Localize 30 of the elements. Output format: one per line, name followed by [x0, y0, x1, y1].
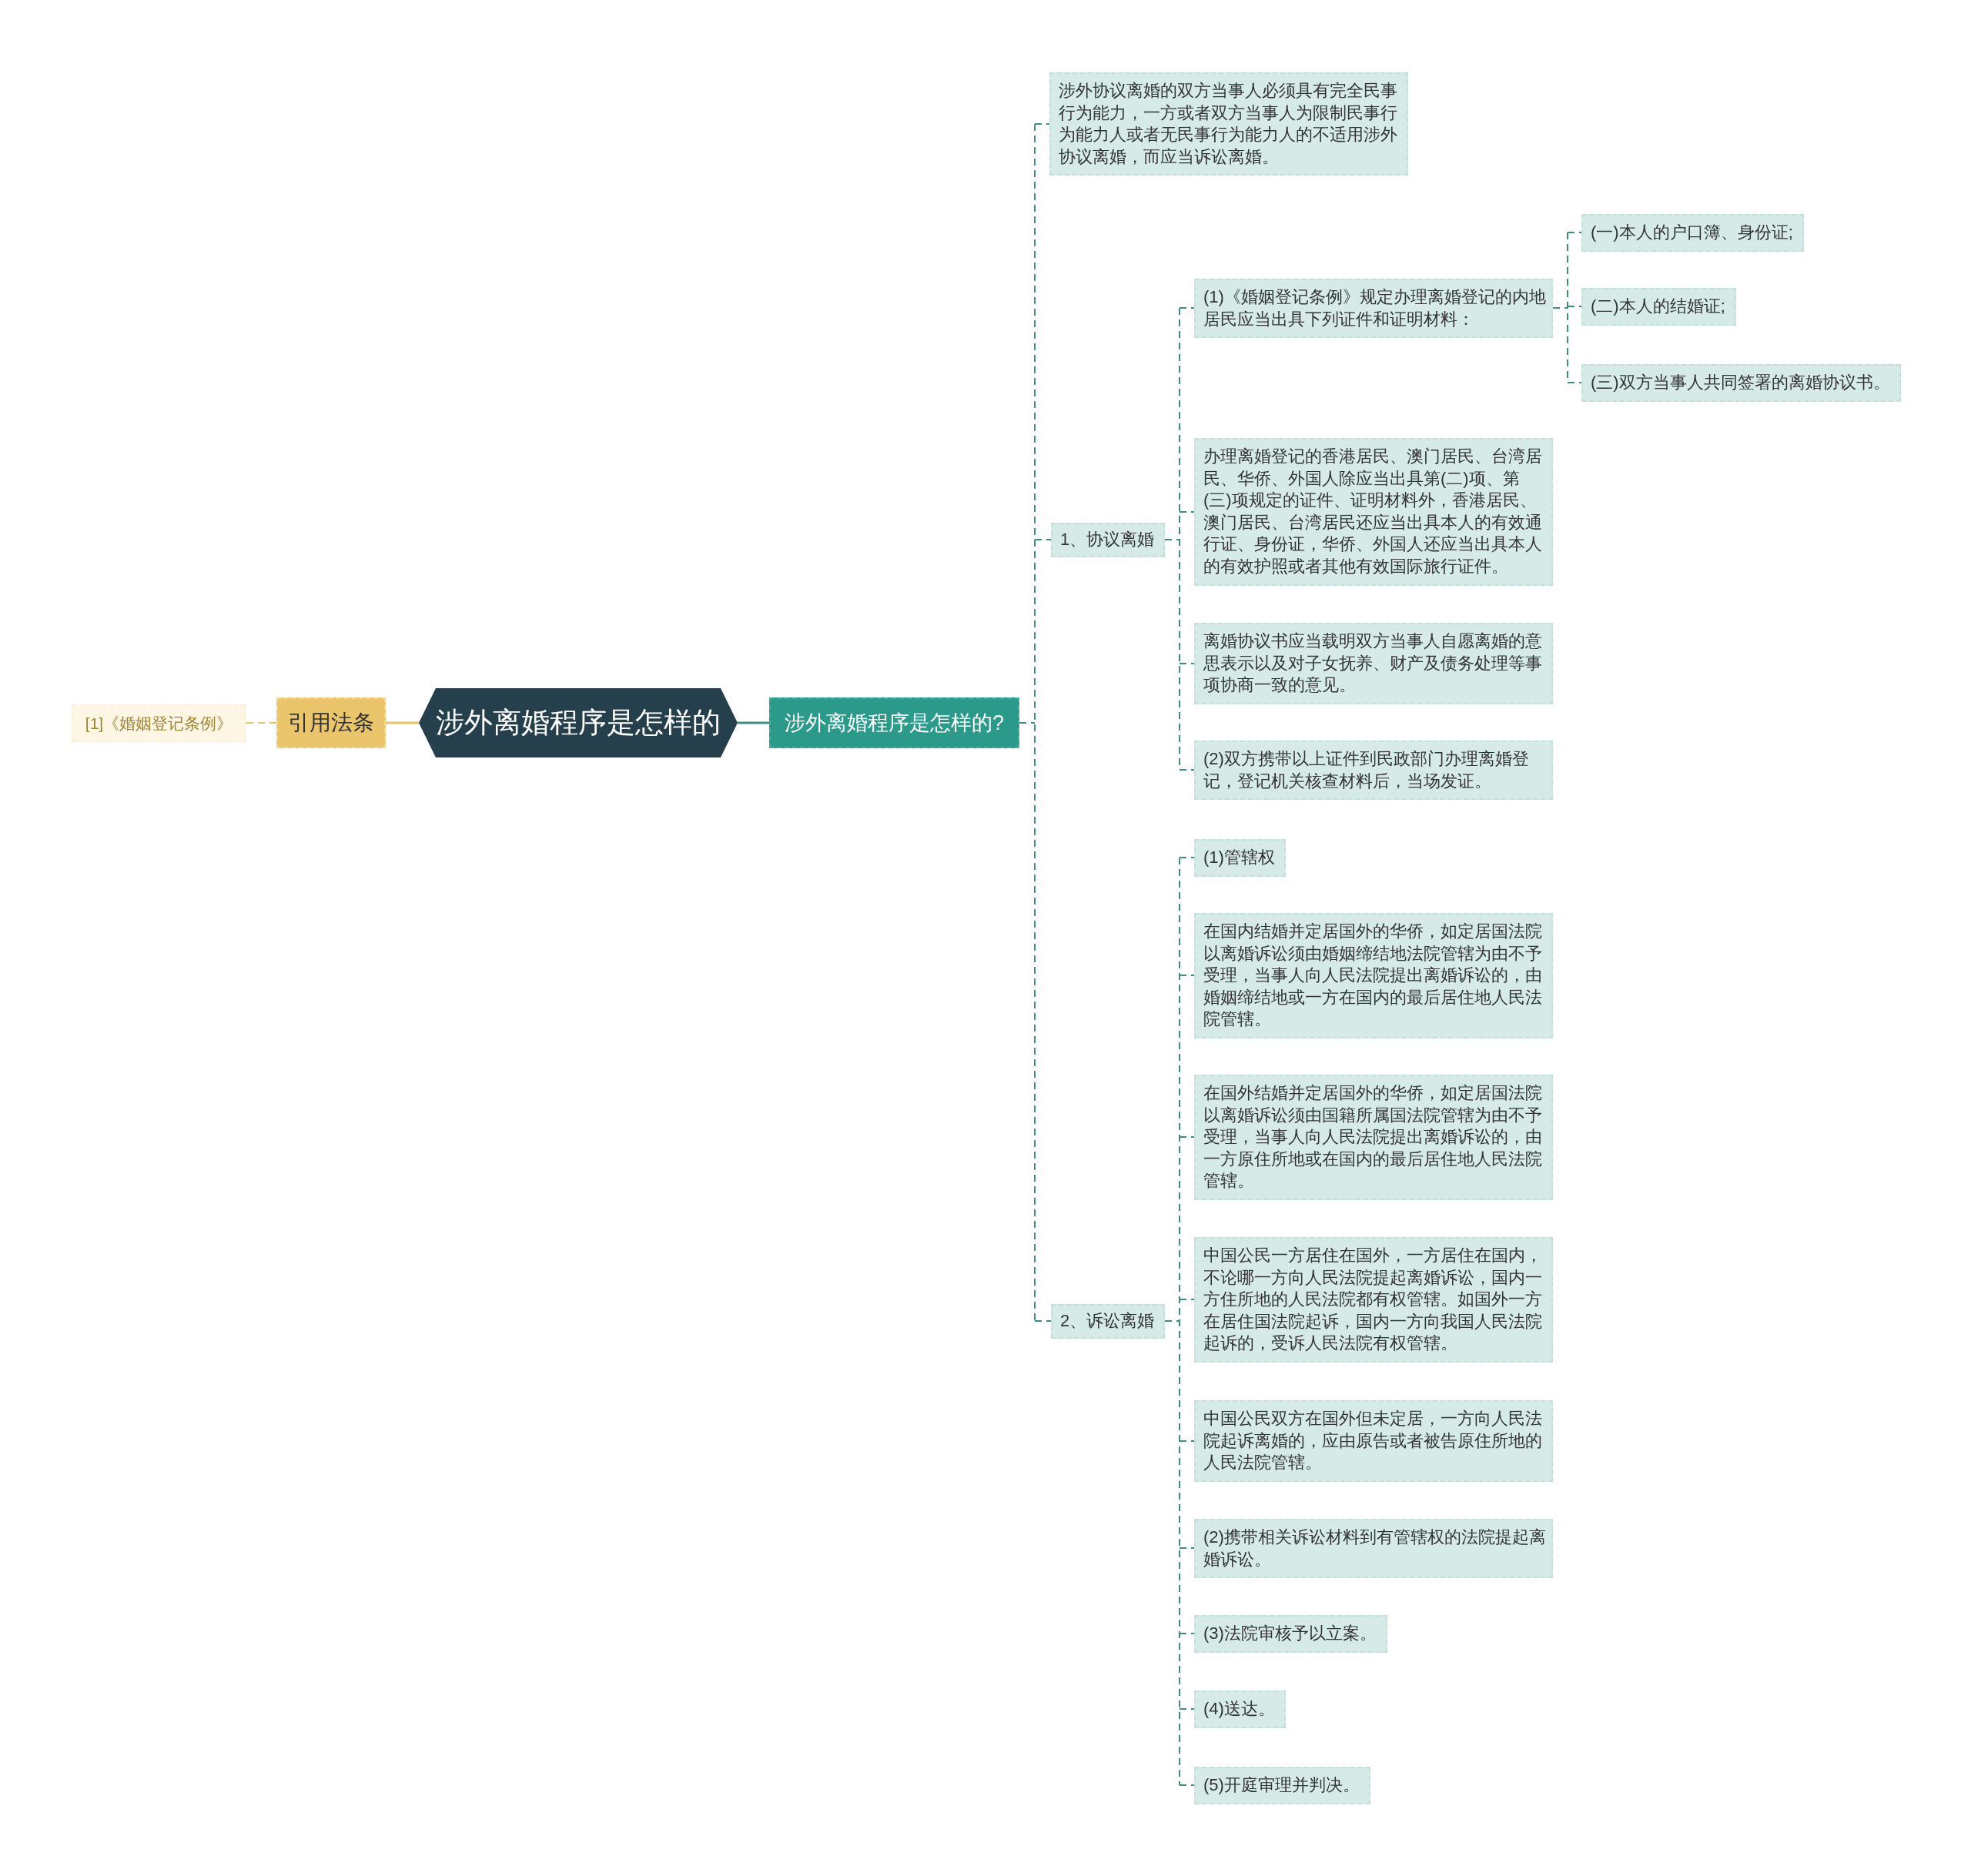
connector-line: [1552, 232, 1582, 383]
text-box: (1)《婚姻登记条例》规定办理离婚登记的内地居民应当出具下列证件和证明材料：: [1194, 279, 1553, 339]
text-box: 中国公民一方居住在国外，一方居住在国内，不论哪一方向人民法院提起离婚诉讼，国内一方住所地的人民法院都有权管辖。如国外一方在居住国法院起诉，国内一方向我国人民法院起诉的，受诉人民法院有权管辖。: [1194, 1237, 1553, 1363]
text-box: (2)携带相关诉讼材料到有管辖权的法院提起离婚诉讼。: [1194, 1519, 1553, 1579]
topic-box: 2、诉讼离婚: [1051, 1304, 1166, 1339]
text-box: 在国内结婚并定居国外的华侨，如定居国法院以离婚诉讼须由婚姻缔结地法院管辖为由不予受理，当事人向人民法院提出离婚诉讼的，由婚姻缔结地或一方在国内的最后居住地人民法院管辖。: [1194, 913, 1553, 1038]
topic-box: 引用法条: [276, 697, 386, 748]
topic-box: 1、协议离婚: [1051, 523, 1166, 557]
topic-box: (二)本人的结婚证;: [1581, 288, 1736, 326]
text-box: (2)双方携带以上证件到民政部门办理离婚登记，登记机关核查材料后，当场发证。: [1194, 741, 1553, 801]
topic-box: (一)本人的户口簿、身份证;: [1581, 214, 1804, 252]
topic-box: (4)送达。: [1194, 1690, 1286, 1728]
topic-box: (3)法院审核予以立案。: [1194, 1615, 1387, 1653]
citation-tag: [1]《婚姻登记条例》: [72, 704, 246, 742]
topic-box: (1)管辖权: [1194, 839, 1286, 877]
connector-line: [1164, 857, 1195, 1786]
connector-line: [386, 721, 419, 724]
topic-box: (5)开庭审理并判决。: [1194, 1767, 1370, 1804]
text-box: 在国外结婚并定居国外的华侨，如定居国法院以离婚诉讼须由国籍所属国法院管辖为由不予受理，当事人向人民法院提出离婚诉讼的，由一方原住所地或在国内的最后居住地人民法院管辖。: [1194, 1075, 1553, 1200]
text-box: 离婚协议书应当载明双方当事人自愿离婚的意思表示以及对子女抚养、财产及债务处理等事项协商一致的意见。: [1194, 623, 1553, 704]
topic-box: 涉外离婚程序是怎样的?: [769, 697, 1019, 748]
connector-line: [738, 721, 769, 724]
connector-line: [1019, 123, 1052, 1322]
central-topic-hexagon: 涉外离婚程序是怎样的: [419, 688, 738, 757]
topic-box: (三)双方当事人共同签署的离婚协议书。: [1581, 364, 1901, 402]
text-box: 涉外协议离婚的双方当事人必须具有完全民事行为能力，一方或者双方当事人为限制民事行为能力人或者无民事行为能力人的不适用涉外协议离婚，而应当诉讼离婚。: [1049, 72, 1408, 176]
text-box: 中国公民双方在国外但未定居，一方向人民法院起诉离婚的，应由原告或者被告原住所地的人民法院管辖。: [1194, 1400, 1553, 1482]
text-box: 办理离婚登记的香港居民、澳门居民、台湾居民、华侨、外国人除应当出具第(二)项、第(三)项规定的证件、证明材料外，香港居民、澳门居民、台湾居民还应当出具本人的有效通行证、身份证，华侨、外国人还应当出具本人的有效护照或者其他有效国际旅行证件。: [1194, 438, 1553, 586]
connector-line: [1164, 307, 1195, 771]
connector-line: [246, 722, 277, 724]
